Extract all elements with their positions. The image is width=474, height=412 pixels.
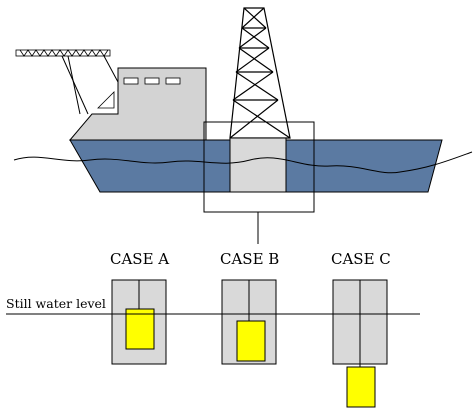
still-water-label: Still water level (6, 296, 106, 311)
porthole-2 (144, 77, 160, 85)
case-a-label: CASE A (110, 250, 169, 268)
case-b-float (236, 320, 266, 362)
case-c-float (346, 366, 376, 408)
crane-stays (61, 55, 119, 115)
deckhouse-window (97, 91, 115, 109)
case-b-label: CASE B (220, 250, 279, 268)
case-c-label: CASE C (331, 250, 391, 268)
case-a-float (125, 308, 155, 350)
case-b (221, 279, 277, 365)
moonpool-caisson (229, 137, 287, 193)
porthole-3 (165, 77, 181, 85)
drillship (13, 7, 473, 244)
detail-box (203, 121, 315, 213)
water-surface (13, 151, 473, 174)
case-a (111, 279, 167, 365)
porthole-1 (123, 77, 139, 85)
case-c (332, 279, 388, 408)
derrick (229, 7, 291, 139)
crane-boom (15, 49, 111, 57)
case-labels: CASE A CASE B CASE C (110, 250, 391, 268)
